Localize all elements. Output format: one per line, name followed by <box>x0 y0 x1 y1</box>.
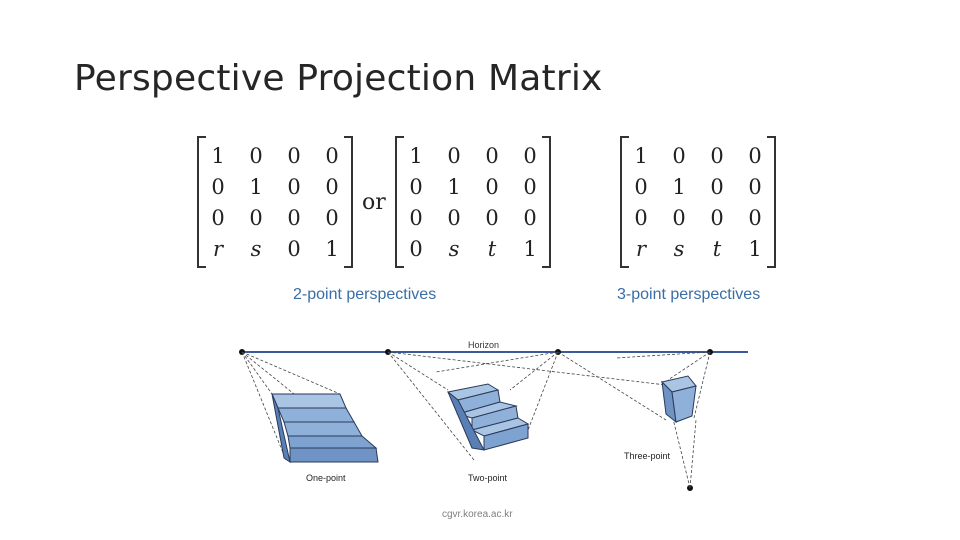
matrix-cell: r <box>212 236 224 261</box>
matrix-cell: 0 <box>523 143 537 168</box>
matrix-cell: 1 <box>325 236 339 261</box>
matrix-cell: 0 <box>634 205 648 230</box>
caption-three-point: 3-point perspectives <box>617 286 761 303</box>
slide-title: Perspective Projection Matrix <box>74 58 603 99</box>
matrix-cell: 1 <box>249 174 263 199</box>
matrix-cell: 0 <box>249 143 263 168</box>
matrix-cell: 0 <box>287 236 301 261</box>
matrix-cell: 0 <box>287 205 301 230</box>
matrix-cell: 0 <box>325 174 339 199</box>
matrix-cell: s <box>250 236 262 261</box>
matrix-cell: s <box>448 236 460 261</box>
one-point-label: One-point <box>306 473 346 483</box>
matrix-cell: 0 <box>485 205 499 230</box>
matrix-cell: 0 <box>287 174 301 199</box>
two-point-stairs <box>446 383 530 451</box>
matrix-cell: 0 <box>211 174 225 199</box>
footer-url: cgvr.korea.ac.kr <box>442 509 513 520</box>
matrix-cell: 0 <box>325 143 339 168</box>
matrix-cell: 0 <box>211 205 225 230</box>
matrix-cell: 0 <box>485 174 499 199</box>
matrix-cell: 1 <box>523 236 537 261</box>
three-point-label: Three-point <box>624 451 671 461</box>
matrix-cell: 0 <box>325 205 339 230</box>
matrix-cell: 0 <box>409 236 423 261</box>
matrix-cell: t <box>712 236 722 261</box>
matrix-cell: 0 <box>523 174 537 199</box>
matrix-cell: 0 <box>710 143 724 168</box>
one-point-stairs <box>271 393 379 464</box>
two-point-label: Two-point <box>468 473 508 483</box>
perspective-illustration: Horizon One-point <box>239 340 748 491</box>
matrix-cell: 1 <box>211 143 225 168</box>
matrix-cell: 0 <box>710 174 724 199</box>
matrix-cell: s <box>673 236 685 261</box>
matrix-cell: 0 <box>409 174 423 199</box>
three-point-box <box>661 375 697 424</box>
matrix-cell: 1 <box>672 174 686 199</box>
matrix-cell: 1 <box>409 143 423 168</box>
matrix-cell: 0 <box>409 205 423 230</box>
matrix-cell: 0 <box>287 143 301 168</box>
matrix-cell: 0 <box>523 205 537 230</box>
matrix-cell: 0 <box>748 174 762 199</box>
matrix-cell: 0 <box>672 205 686 230</box>
matrix-cell: 0 <box>447 205 461 230</box>
caption-two-point: 2-point perspectives <box>293 286 437 303</box>
matrix-cell: t <box>487 236 497 261</box>
matrix-cell: 1 <box>447 174 461 199</box>
matrix-cell: 0 <box>672 143 686 168</box>
matrix-cell: 0 <box>748 205 762 230</box>
or-label: or <box>362 190 386 215</box>
matrix-cell: 0 <box>710 205 724 230</box>
matrix-cell: 0 <box>634 174 648 199</box>
matrix-cell: 1 <box>748 236 762 261</box>
horizon-label: Horizon <box>468 340 499 350</box>
matrix-cell: 0 <box>485 143 499 168</box>
matrix-cell: 0 <box>447 143 461 168</box>
matrix-cell: r <box>635 236 647 261</box>
matrix-cell: 0 <box>249 205 263 230</box>
matrix-cell: 0 <box>748 143 762 168</box>
matrix-cell: 1 <box>634 143 648 168</box>
